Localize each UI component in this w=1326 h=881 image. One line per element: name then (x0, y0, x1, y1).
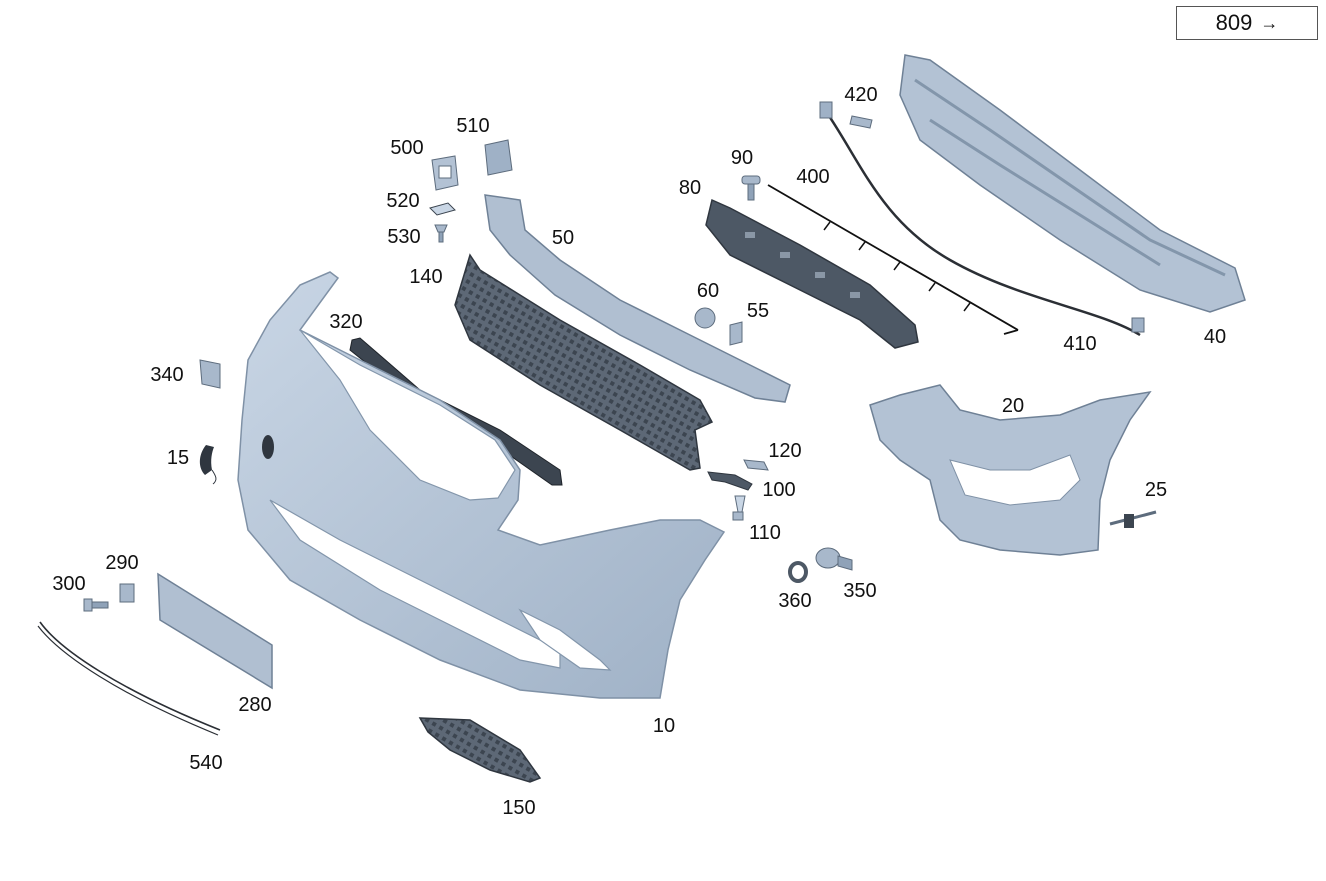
callout-280: 280 (238, 694, 271, 716)
part-55-bracket (729, 321, 743, 346)
part-300-bolt (83, 598, 109, 612)
callout-labels: 420 90 80 400 510 500 520 530 50 140 60 … (52, 84, 1226, 819)
part-15-cover-cap (199, 445, 217, 485)
callout-340: 340 (150, 364, 183, 386)
part-510-block (484, 139, 513, 176)
callout-60: 60 (697, 280, 719, 302)
page-reference-button[interactable]: 809 → (1176, 6, 1318, 40)
part-500-holder (431, 155, 459, 191)
part-540-trim-strip (37, 621, 221, 736)
callout-320: 320 (329, 311, 362, 333)
callout-530: 530 (387, 226, 420, 248)
callout-140: 140 (409, 266, 442, 288)
callout-20: 20 (1002, 395, 1024, 417)
part-80-bracket (705, 198, 919, 349)
callout-520: 520 (386, 190, 419, 212)
part-60-grommet (694, 307, 716, 329)
part-520-clip (429, 202, 456, 216)
callout-110: 110 (749, 522, 781, 544)
part-340-block (199, 359, 221, 389)
callout-290: 290 (105, 552, 138, 574)
callout-400: 400 (796, 166, 829, 188)
part-10-bumper-cover (237, 271, 726, 699)
callout-55: 55 (747, 300, 769, 322)
callout-500: 500 (390, 137, 423, 159)
callout-350: 350 (843, 580, 876, 602)
arrow-right-icon: → (1260, 12, 1279, 33)
callout-360: 360 (778, 590, 811, 612)
part-280-license-plate-holder (157, 572, 273, 690)
callout-540: 540 (189, 752, 222, 774)
part-90-screw (741, 175, 761, 201)
callout-300: 300 (52, 573, 85, 595)
part-400-cable-strip (767, 184, 1019, 335)
part-20-bumper-bracket (869, 384, 1152, 556)
callout-15: 15 (167, 447, 189, 469)
callout-90: 90 (731, 147, 753, 169)
part-120-clip (743, 459, 769, 471)
part-350-parking-sensor (815, 547, 853, 571)
callout-10: 10 (653, 715, 675, 737)
callout-40: 40 (1204, 326, 1226, 348)
part-530-screw (434, 224, 448, 243)
part-50-mounting-rail (484, 194, 791, 403)
callout-510: 510 (456, 115, 489, 137)
part-360-ring (788, 561, 808, 583)
callout-150: 150 (502, 797, 535, 819)
part-40-impact-absorber (899, 54, 1246, 313)
part-410-wire-harness (819, 101, 1145, 337)
part-100-bracket (707, 471, 753, 491)
callout-100: 100 (762, 479, 795, 501)
part-140-radiator-grille (454, 253, 714, 471)
part-150-grille-insert (418, 717, 542, 783)
part-290-nut (119, 583, 135, 603)
part-110-rivet (732, 495, 746, 521)
callout-420: 420 (844, 84, 877, 106)
callout-120: 120 (768, 440, 801, 462)
callout-25: 25 (1145, 479, 1167, 501)
part-25-screw (1109, 510, 1157, 528)
page-reference-number: 809 (1215, 10, 1253, 35)
callout-80: 80 (679, 177, 701, 199)
part-420-clip (849, 115, 873, 129)
callout-410: 410 (1063, 333, 1096, 355)
callout-50: 50 (552, 227, 574, 249)
